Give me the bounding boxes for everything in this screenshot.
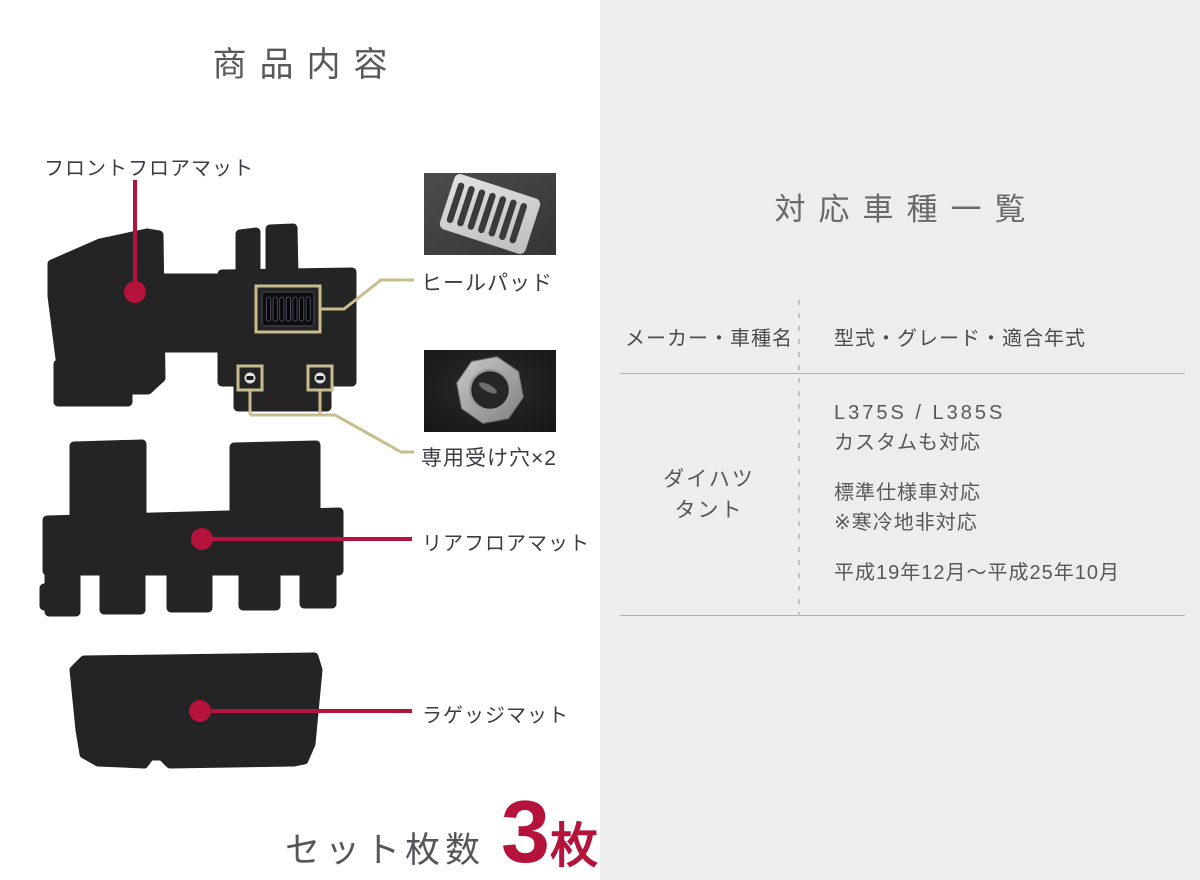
set-count-number: 3	[501, 782, 550, 880]
front-mat-label: フロントフロアマット	[44, 158, 254, 180]
heel-pad-image	[439, 174, 541, 254]
luggage-mat-label: ラゲッジマット	[422, 705, 569, 727]
cold-region-note: ※寒冷地非対応	[834, 512, 978, 534]
set-count: セット枚数 3 枚	[0, 782, 598, 880]
maker-name-line1: ダイハツ	[663, 467, 755, 491]
page-title: 商品内容	[212, 46, 401, 84]
rear-mat-pointer-dot	[191, 528, 213, 550]
floor-mat-diagram	[39, 180, 414, 769]
heel-pad-label: ヒールパッド	[421, 272, 553, 295]
holes-label: 専用受け穴×2	[421, 447, 557, 470]
front-floor-mat-shape	[47, 223, 357, 412]
rear-floor-mat-shape	[39, 439, 344, 617]
product-contents-panel: 商品内容	[0, 46, 598, 880]
grommet-photo	[424, 350, 556, 432]
maker-header-cell: メーカー・車種名	[620, 300, 798, 373]
mat-hole-slot-right	[316, 376, 324, 380]
custom-note: カスタムも対応	[834, 432, 981, 454]
model-cell: L375S / L385S カスタムも対応 標準仕様車対応 ※寒冷地非対応 平成…	[798, 374, 1185, 615]
year-range: 平成19年12月〜平成25年10月	[834, 562, 1120, 584]
model-codes: L375S / L385S	[834, 402, 1006, 424]
front-mat-pointer-dot	[124, 281, 146, 303]
set-count-label: セット枚数	[285, 831, 486, 870]
holes-connector-line	[248, 390, 414, 454]
maker-cell: ダイハツ タント	[620, 374, 798, 615]
model-header-cell: 型式・グレード・適合年式	[798, 300, 1185, 373]
heel-pad-connector-line	[320, 278, 414, 311]
grommet-tab	[479, 382, 497, 394]
column-divider	[798, 300, 800, 616]
luggage-mat-pointer-dot	[189, 700, 211, 722]
table-row: ダイハツ タント L375S / L385S カスタムも対応 標準仕様車対応 ※…	[620, 374, 1185, 616]
set-count-unit: 枚	[549, 820, 598, 873]
mat-hole-slot-left	[246, 376, 254, 380]
maker-name-line2: タント	[674, 498, 744, 522]
model-header-label: 型式・グレード・適合年式	[834, 328, 1086, 350]
table-header-row: メーカー・車種名 型式・グレード・適合年式	[620, 300, 1185, 374]
compat-title: 対応車種一覧	[774, 192, 1039, 227]
compat-table: メーカー・車種名 型式・グレード・適合年式 ダイハツ タント L375S / L…	[620, 300, 1185, 616]
heel-pad-slats	[266, 296, 311, 322]
heel-pad-photo	[424, 173, 556, 255]
spec-note: 標準仕様車対応	[834, 482, 981, 504]
compatible-vehicles-panel: 対応車種一覧 メーカー・車種名 型式・グレード・適合年式 ダイハツ タント L3…	[600, 0, 1200, 880]
maker-header-label: メーカー・車種名	[625, 328, 793, 350]
rear-mat-label: リアフロアマット	[422, 533, 590, 555]
